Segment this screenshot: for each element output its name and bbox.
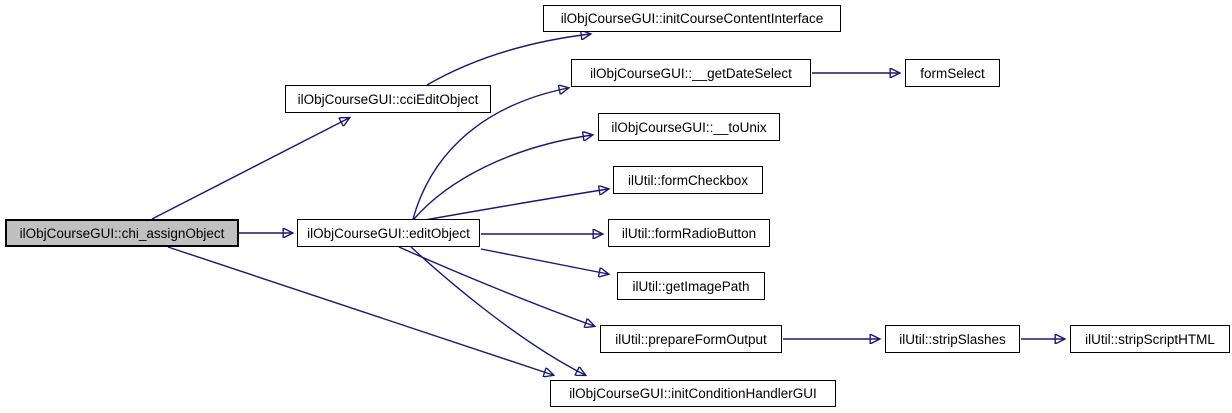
node-toUnix[interactable]: ilObjCourseGUI::__toUnix xyxy=(598,113,780,141)
node-initCourseContentInterface[interactable]: ilObjCourseGUI::initCourseContentInterfa… xyxy=(543,5,841,32)
node-formSelect[interactable]: formSelect xyxy=(905,59,1000,87)
edge-editObject-initConditionHandlerGUI xyxy=(410,246,585,375)
node-editObject[interactable]: ilObjCourseGUI::editObject xyxy=(297,219,480,247)
node-formRadioButton[interactable]: ilUtil::formRadioButton xyxy=(608,219,770,247)
edge-chi_assignObject-initConditionHandlerGUI xyxy=(167,246,553,375)
node-cciEditObject[interactable]: ilObjCourseGUI::cciEditObject xyxy=(285,85,491,113)
edge-editObject-toUnix xyxy=(413,135,592,220)
edge-chi_assignObject-cciEditObject xyxy=(151,118,349,220)
node-stripSlashes[interactable]: ilUtil::stripSlashes xyxy=(885,325,1020,353)
node-getImagePath[interactable]: ilUtil::getImagePath xyxy=(617,272,765,300)
node-initConditionHandlerGUI[interactable]: ilObjCourseGUI::initConditionHandlerGUI xyxy=(550,380,836,407)
edge-editObject-prepareFormOutput xyxy=(398,246,594,326)
edge-editObject-formCheckbox xyxy=(418,189,608,222)
node-getDateSelect[interactable]: ilObjCourseGUI::__getDateSelect xyxy=(571,59,811,87)
edge-cciEditObject-initCourseContentInterface xyxy=(426,34,590,86)
edge-editObject-getImagePath xyxy=(480,248,608,274)
node-prepareFormOutput[interactable]: ilUtil::prepareFormOutput xyxy=(600,325,782,353)
edge-editObject-getDateSelect xyxy=(412,88,568,220)
node-formCheckbox[interactable]: ilUtil::formCheckbox xyxy=(613,166,763,194)
node-chi_assignObject: ilObjCourseGUI::chi_assignObject xyxy=(5,219,239,247)
node-stripScriptHTML[interactable]: ilUtil::stripScriptHTML xyxy=(1070,325,1230,353)
